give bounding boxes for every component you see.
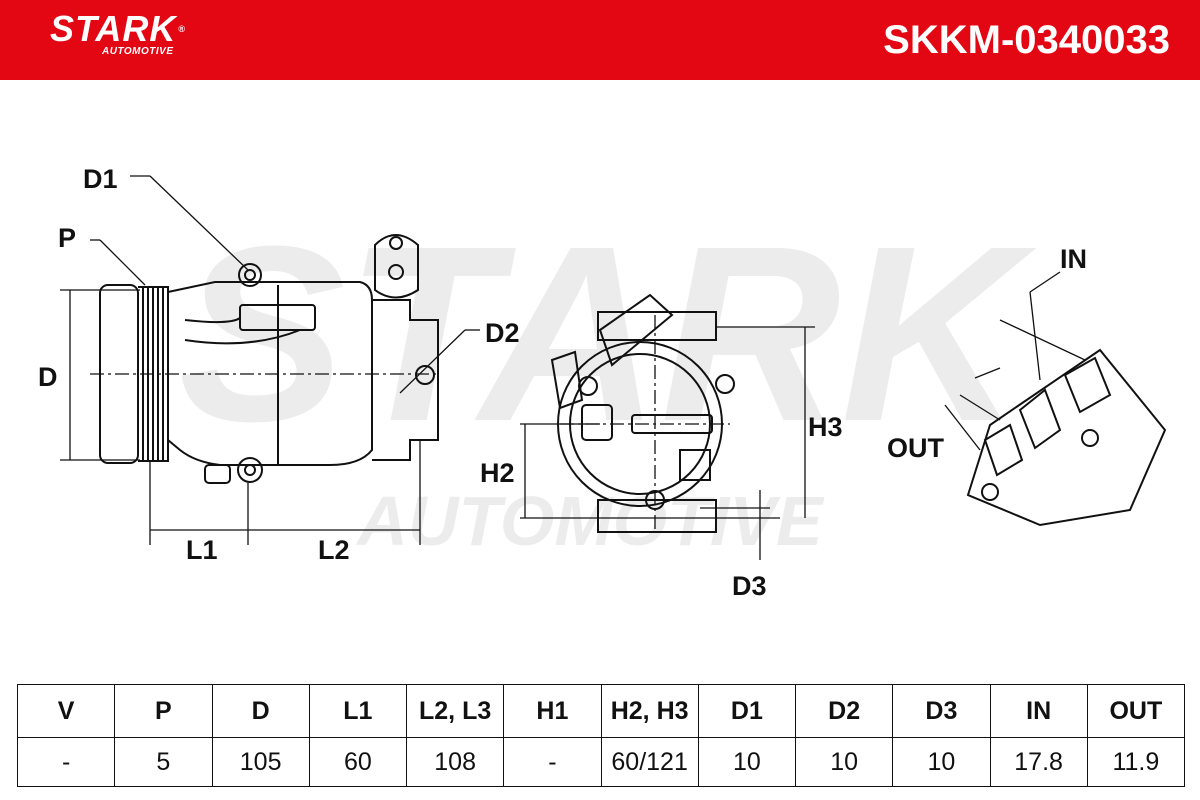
spec-header-cell: D3: [892, 684, 991, 738]
spec-value-cell: -: [503, 737, 602, 787]
spec-value-cell: 10: [892, 737, 991, 787]
spec-header-row: V P D L1 L2, L3 H1 H2, H3 D1 D2 D3 IN OU…: [16, 684, 1186, 738]
label-l1: L1: [186, 535, 218, 565]
spec-header-cell: H2, H3: [600, 684, 699, 738]
header-bar: STARK® AUTOMOTIVE SKKM-0340033: [0, 0, 1200, 80]
label-in: IN: [1060, 244, 1087, 274]
spec-header-cell: H1: [503, 684, 602, 738]
spec-value-cell: 60/121: [600, 737, 699, 787]
spec-value-cell: 17.8: [989, 737, 1088, 787]
spec-header-cell: L2, L3: [405, 684, 505, 738]
rear-view-dimensions: [520, 315, 815, 560]
label-d1: D1: [83, 164, 118, 194]
port-detail-view: [966, 348, 1167, 527]
label-p: P: [58, 223, 76, 253]
spec-header-cell: IN: [989, 684, 1088, 738]
side-view-dimensions: [60, 175, 480, 545]
spec-header-cell: L1: [308, 684, 408, 738]
label-h2: H2: [480, 458, 515, 488]
spec-table: V P D L1 L2, L3 H1 H2, H3 D1 D2 D3 IN OU…: [16, 684, 1186, 787]
spec-header-cell: P: [114, 684, 213, 738]
spec-value-cell: 10: [794, 737, 894, 787]
registered-mark: ®: [178, 24, 186, 34]
spec-header-cell: D: [211, 684, 310, 738]
part-number: SKKM-0340033: [883, 18, 1170, 62]
spec-header-cell: V: [16, 684, 116, 738]
spec-header-cell: D2: [794, 684, 894, 738]
brand-subtitle: AUTOMOTIVE: [102, 46, 174, 57]
label-d: D: [38, 362, 58, 392]
spec-value-cell: 10: [697, 737, 797, 787]
brand-logo: STARK® AUTOMOTIVE: [50, 8, 186, 58]
compressor-side-view: [99, 234, 439, 484]
spec-value-cell: 11.9: [1086, 737, 1186, 787]
spec-value-cell: 105: [211, 737, 310, 787]
label-out: OUT: [887, 433, 945, 463]
spec-value-cell: 108: [405, 737, 505, 787]
spec-header-cell: OUT: [1086, 684, 1186, 738]
label-d2: D2: [485, 318, 520, 348]
spec-value-cell: 5: [114, 737, 213, 787]
label-l2: L2: [318, 535, 350, 565]
port-detail-dimensions: [944, 271, 1086, 451]
spec-value-cell: -: [16, 737, 116, 787]
label-h3: H3: [808, 412, 843, 442]
technical-drawing: STARK AUTOMOTIVE D1: [38, 164, 1167, 601]
label-d3: D3: [732, 571, 767, 601]
spec-value-row: - 5 105 60 108 - 60/121 10 10 10 17.8 11…: [16, 737, 1186, 787]
spec-header-cell: D1: [697, 684, 797, 738]
watermark-brand: STARK: [179, 194, 1037, 473]
spec-value-cell: 60: [308, 737, 408, 787]
watermark-sub: AUTOMOTIVE: [355, 482, 825, 560]
brand-name: STARK: [50, 8, 177, 49]
